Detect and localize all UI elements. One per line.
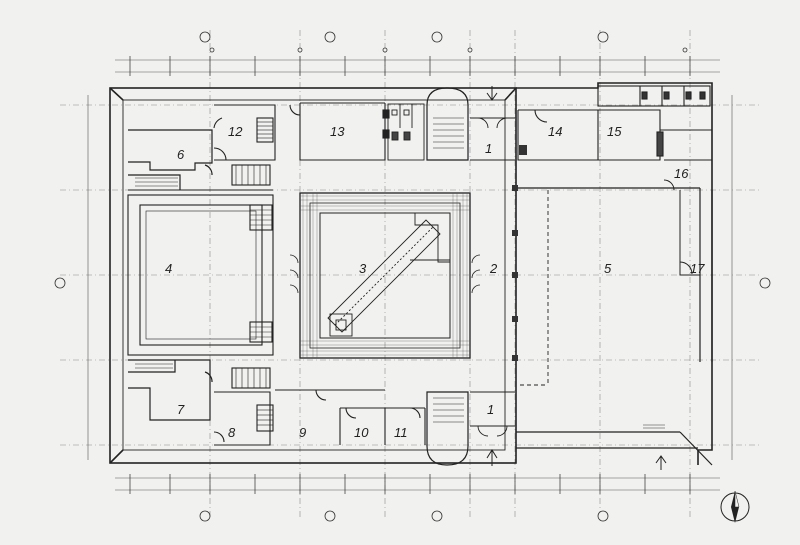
room-16-17-walls: [663, 159, 712, 276]
hall-4-walls: [127, 189, 274, 356]
room-8-walls: [213, 367, 274, 446]
room-label-16: 16: [674, 166, 689, 181]
room-label-17: 17: [690, 261, 705, 276]
dimension-ticks: [129, 56, 691, 494]
room-label-12: 12: [228, 124, 243, 139]
stair-towers: [426, 87, 469, 466]
room-label-6: 6: [177, 147, 185, 162]
entrance-arrow-icon: [486, 86, 667, 470]
room-label-10: 10: [354, 425, 369, 440]
dimension-chains: [87, 59, 733, 491]
north-arrow-icon: [720, 490, 750, 523]
room-label-7: 7: [177, 402, 185, 417]
atrium-side-doors: [289, 254, 481, 294]
room-label-2: 2: [489, 261, 498, 276]
stair-note: [643, 424, 665, 429]
lobby-doors: [470, 117, 515, 437]
room-label-1-bottom: 1: [487, 402, 494, 417]
room-15-walls: [597, 85, 712, 161]
atrium-3: [299, 192, 471, 359]
room-label-9: 9: [299, 425, 306, 440]
room-7-walls: [128, 359, 213, 421]
room-6-walls: [128, 129, 213, 190]
atrium-ramp: [327, 212, 451, 337]
room-12-walls: [213, 104, 301, 186]
room-label-8: 8: [228, 425, 236, 440]
toilet-block-top: [387, 103, 425, 161]
room-13-walls: [299, 102, 390, 161]
atrium-tiles: [300, 193, 470, 358]
room-label-11: 11: [394, 425, 408, 440]
rooms-9-10-11-walls: [275, 389, 426, 445]
room-label-5: 5: [604, 261, 612, 276]
grid-bubbles: [54, 31, 771, 522]
room-label-14: 14: [548, 124, 562, 139]
room-label-3: 3: [359, 261, 367, 276]
columns: [512, 145, 527, 361]
room-label-13: 13: [330, 124, 345, 139]
room-label-15: 15: [607, 124, 622, 139]
room-label-1-top: 1: [485, 141, 492, 156]
room-label-4: 4: [165, 261, 172, 276]
